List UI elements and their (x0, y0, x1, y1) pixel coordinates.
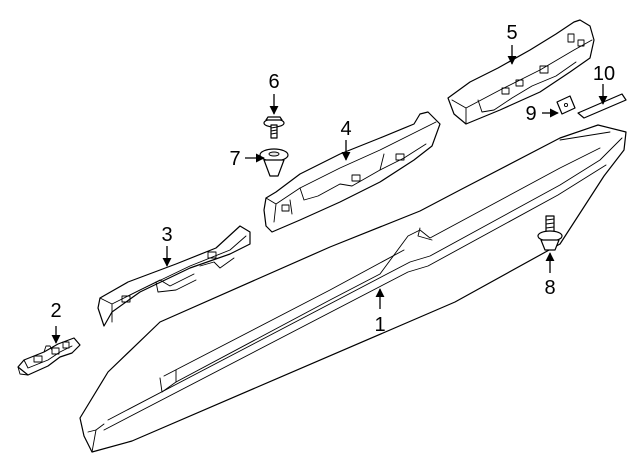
part-10-strip (577, 93, 627, 119)
part-8-grommet (537, 215, 563, 251)
leader-lines (51, 45, 608, 344)
callout-10: 10 (593, 63, 615, 85)
part-7-clip (259, 148, 289, 177)
callout-1: 1 (374, 314, 385, 336)
part-6-screw (263, 116, 285, 139)
callout-4: 4 (340, 118, 351, 140)
part-9-pad (556, 95, 576, 115)
callout-2: 2 (50, 300, 61, 322)
callout-7: 7 (229, 148, 240, 170)
callout-5: 5 (506, 22, 517, 44)
callout-8: 8 (544, 277, 555, 299)
part-2-clip (17, 337, 81, 376)
callout-9: 9 (525, 103, 536, 125)
callout-3: 3 (161, 224, 172, 246)
part-1-rocker-panel (79, 124, 627, 453)
part-4-bracket (263, 111, 441, 233)
part-3-bracket (97, 225, 251, 327)
callout-6: 6 (268, 71, 279, 93)
